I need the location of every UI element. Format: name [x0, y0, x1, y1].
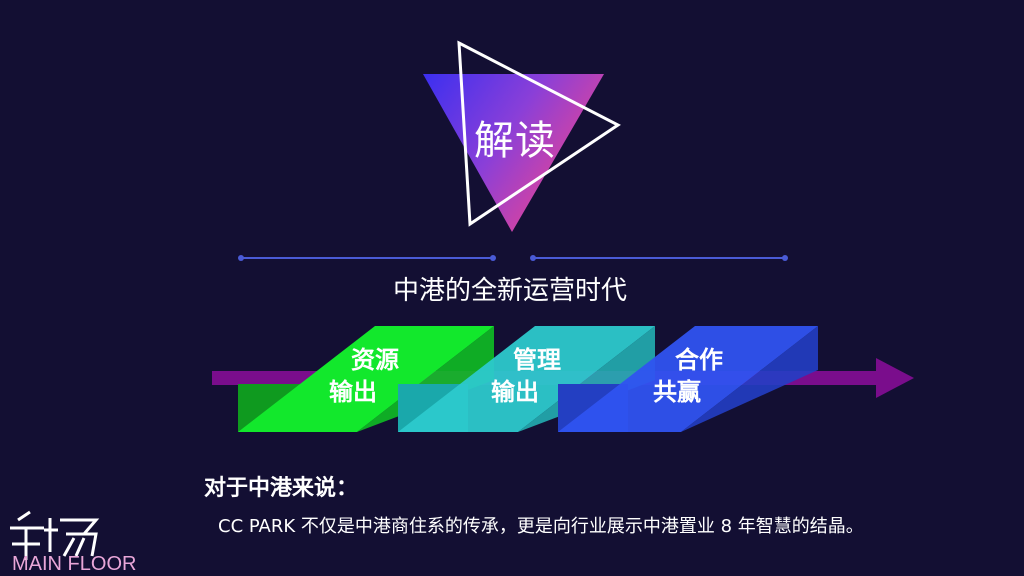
arrow-head: [876, 358, 914, 398]
step-2-line2: 输出: [491, 378, 539, 406]
divider-right-dot-a: [530, 255, 536, 261]
section-title: 解读: [474, 118, 556, 164]
step-3-label: 合作 共赢: [644, 344, 754, 408]
outline-triangle: [457, 40, 621, 227]
step-1-line2: 输出: [329, 378, 377, 406]
logo-text: MAIN FLOOR: [12, 553, 137, 575]
step-2-label: 管理 输出: [482, 344, 592, 408]
step-1-label: 资源 输出: [320, 344, 430, 408]
main-floor-logo-glyph: [10, 510, 100, 560]
divider-left-dot-b: [490, 255, 496, 261]
divider-right-dot-b: [782, 255, 788, 261]
subtitle: 中港的全新运营时代: [392, 276, 627, 306]
divider-left-dot-a: [238, 255, 244, 261]
summary-heading: 对于中港来说：: [204, 476, 359, 501]
step-3-line1: 合作: [675, 346, 723, 374]
gradient-triangle: [423, 74, 604, 232]
step-3-line2: 共赢: [653, 378, 701, 406]
step-1-line1: 资源: [351, 346, 399, 374]
summary-text: CC PARK 不仅是中港商住系的传承，更是向行业展示中港置业 8 年智慧的结晶…: [218, 516, 864, 537]
step-2-line1: 管理: [513, 346, 561, 374]
